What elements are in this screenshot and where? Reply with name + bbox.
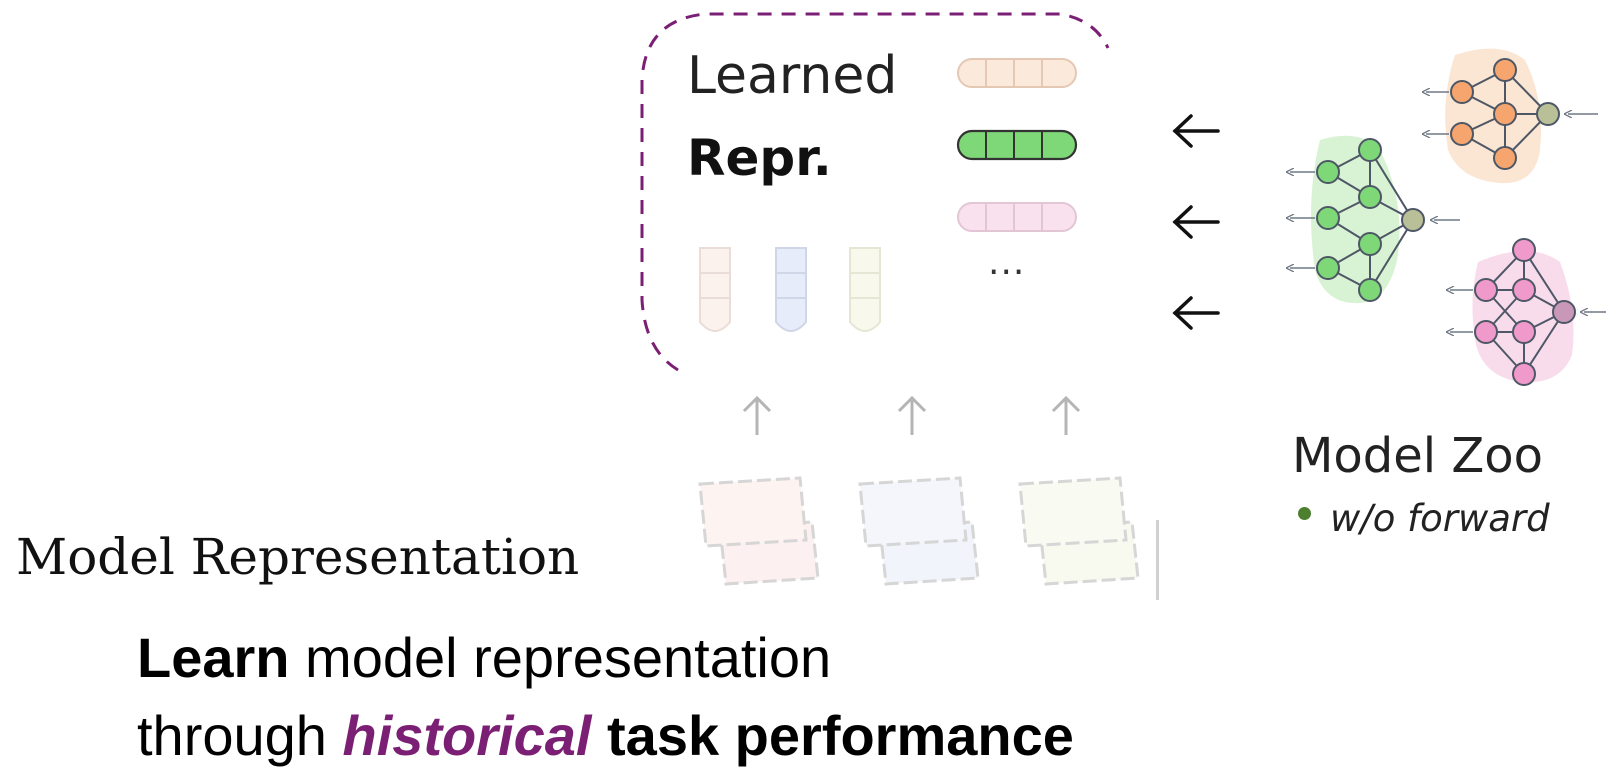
left-arrow-icon (1172, 296, 1220, 330)
repr-label: Repr. (687, 129, 832, 187)
task-card-icon (698, 476, 820, 586)
neural-network-icon (1450, 238, 1606, 386)
left-arrow-icon (1172, 205, 1220, 239)
model-zoo-label: Model Zoo (1292, 428, 1543, 484)
up-arrow-icon (1051, 395, 1081, 435)
description-line-1: Learn model representation (137, 630, 831, 686)
embedding-bar-icon (775, 247, 807, 332)
ellipsis: ... (988, 242, 1026, 283)
embedding-bar-icon (699, 247, 731, 332)
task-card-icon (858, 476, 980, 586)
embedding-bar-icon (956, 129, 1078, 161)
learn-word: Learn (137, 626, 290, 689)
slide-title: Model Representation (16, 528, 580, 586)
task-card-icon (1018, 476, 1140, 586)
embedding-bar-icon (957, 202, 1077, 232)
line2-start: through (137, 704, 343, 767)
learned-label: Learned (687, 46, 898, 106)
learned-region-border (640, 12, 1110, 372)
neural-network-icon (1426, 48, 1598, 184)
embedding-bar-icon (849, 247, 881, 332)
task-card-divider (1156, 520, 1159, 600)
left-arrow-icon (1172, 114, 1220, 148)
historical-word: historical (342, 704, 592, 767)
line1-rest: model representation (289, 626, 832, 689)
description-line-2: through historical task performance (137, 708, 1074, 764)
up-arrow-icon (897, 395, 927, 435)
neural-network-icon (1290, 135, 1460, 304)
bullet-dot-icon (1298, 507, 1311, 520)
line2-space (591, 704, 607, 767)
up-arrow-icon (742, 395, 772, 435)
model-zoo-note: w/o forward (1330, 497, 1550, 540)
task-performance-words: task performance (607, 704, 1074, 767)
embedding-bar-icon (957, 58, 1077, 88)
